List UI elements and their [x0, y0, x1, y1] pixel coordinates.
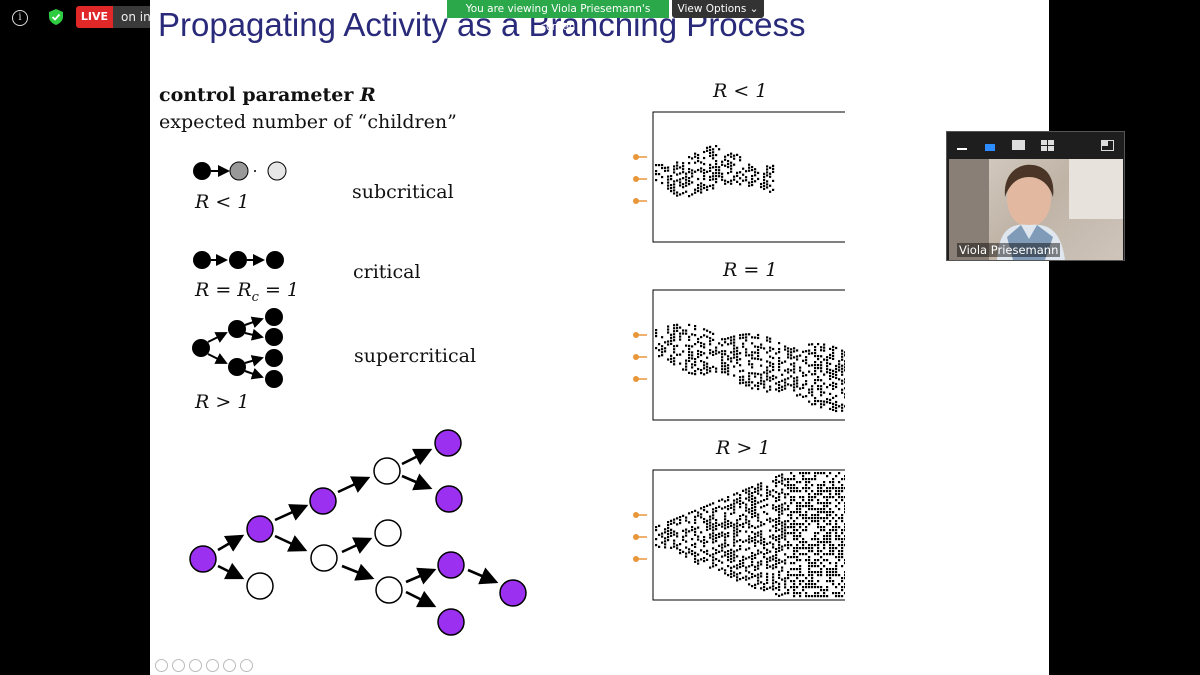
tree-node-active: [309, 487, 337, 515]
raster-frame: [652, 111, 845, 243]
node: [265, 349, 283, 367]
tree-node-active: [499, 579, 527, 607]
raster-activity: [655, 323, 845, 413]
activity-raster-critical: [633, 289, 845, 421]
tree-node-active: [246, 515, 274, 543]
speaker-view-icon[interactable]: [985, 144, 995, 151]
input-marker-dot: [633, 354, 639, 360]
node: [229, 161, 249, 181]
raster-activity: [655, 144, 775, 198]
chevron-down-icon: ⌄: [749, 3, 759, 15]
tree-node-active: [434, 429, 462, 457]
raster-frame: [652, 469, 845, 601]
tree-node-inactive: [373, 457, 401, 485]
exit-fullscreen-icon[interactable]: [1101, 140, 1114, 151]
tree-node-inactive: [310, 544, 338, 572]
participant-video: Viola Priesemann: [949, 159, 1123, 260]
node: [266, 251, 284, 269]
viewing-screen-banner: You are viewing Viola Priesemann's scree…: [447, 0, 669, 33]
node: [228, 320, 246, 338]
node: [228, 358, 246, 376]
tree-node-inactive: [246, 572, 274, 600]
node: [193, 162, 211, 180]
input-marker-dot: [633, 376, 639, 382]
node: [193, 251, 211, 269]
condition-supercritical: R > 1: [195, 391, 250, 413]
slide-controls: [155, 659, 253, 672]
expected-children-label: expected number of “children”: [159, 111, 457, 133]
next-slide-icon[interactable]: [172, 659, 185, 672]
node: [265, 308, 283, 326]
branching-tree-diagram: [189, 429, 527, 636]
input-marker-dot: [633, 512, 639, 518]
node: [267, 161, 287, 181]
gallery-strip-icon[interactable]: [1012, 140, 1025, 150]
shared-slide: Propagating Activity as a Branching Proc…: [150, 0, 1049, 675]
tree-node-active: [189, 545, 217, 573]
live-target-label: on inc: [121, 10, 158, 24]
condition-critical: R = Rc = 1: [195, 279, 299, 305]
tree-node-active: [437, 608, 465, 636]
input-marker-dot: [633, 332, 639, 338]
tree-node-inactive: [375, 576, 403, 604]
activity-raster-supercritical: [633, 469, 845, 601]
video-toolbar: [947, 132, 1124, 158]
input-marker-dot: [633, 154, 639, 160]
tree-node-active: [437, 551, 465, 579]
live-badge[interactable]: LIVE: [76, 6, 113, 28]
pen-icon[interactable]: [189, 659, 202, 672]
highlighter-icon[interactable]: [206, 659, 219, 672]
more-icon[interactable]: [240, 659, 253, 672]
shield-icon[interactable]: [49, 9, 63, 25]
view-options-button[interactable]: View Options ⌄: [672, 0, 764, 18]
activity-raster-subcritical: [633, 111, 845, 243]
condition-subcritical: R < 1: [195, 191, 250, 213]
branching-diagrams: [192, 161, 287, 388]
info-icon[interactable]: i: [12, 10, 28, 26]
raster-title-subcritical: R < 1: [713, 80, 768, 102]
input-marker-dot: [633, 534, 639, 540]
input-marker-dot: [633, 176, 639, 182]
participant-name: Viola Priesemann: [957, 243, 1061, 257]
label-supercritical: supercritical: [354, 345, 477, 367]
tree-node-active: [435, 485, 463, 513]
raster-activity: [655, 472, 845, 598]
raster-title-critical: R = 1: [723, 259, 778, 281]
label-critical: critical: [353, 261, 421, 283]
node: [265, 370, 283, 388]
input-marker-dot: [633, 198, 639, 204]
zoom-icon[interactable]: [223, 659, 236, 672]
label-subcritical: subcritical: [352, 181, 454, 203]
participant-video-panel[interactable]: Viola Priesemann: [946, 131, 1125, 261]
prev-slide-icon[interactable]: [155, 659, 168, 672]
input-marker-dot: [633, 556, 639, 562]
raster-title-supercritical: R > 1: [716, 437, 771, 459]
node: [229, 251, 247, 269]
node: [265, 328, 283, 346]
minimize-icon[interactable]: [957, 148, 967, 150]
gallery-view-icon[interactable]: [1041, 140, 1054, 151]
participant-avatar: [949, 159, 1123, 260]
node: [192, 339, 210, 357]
control-parameter-label: control parameter R: [159, 84, 376, 106]
tree-node-inactive: [374, 519, 402, 547]
